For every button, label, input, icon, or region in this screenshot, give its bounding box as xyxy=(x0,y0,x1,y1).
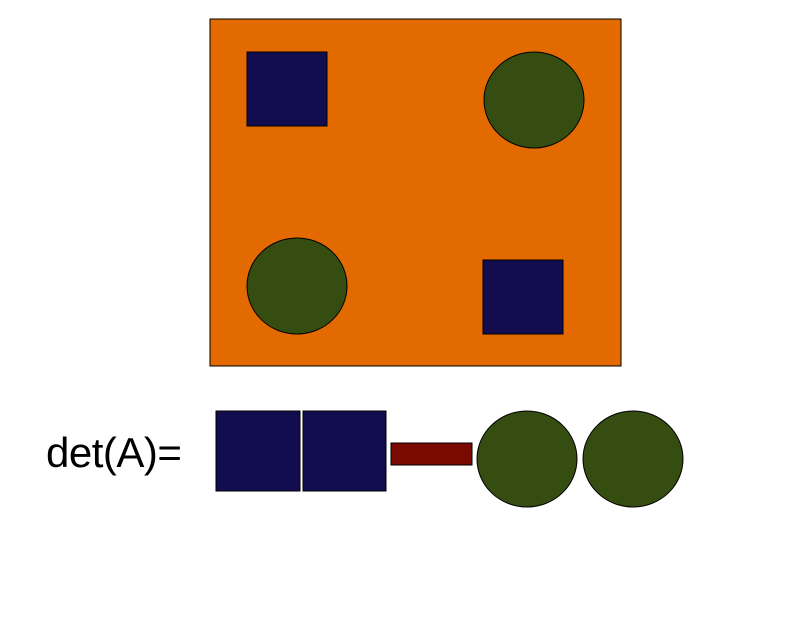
minus-sign xyxy=(390,442,473,466)
matrix-entry-top-left-square xyxy=(246,51,328,127)
matrix-entry-bottom-left-circle xyxy=(246,237,348,335)
formula-circle-1 xyxy=(476,410,578,508)
matrix-entry-bottom-right-square xyxy=(482,259,564,335)
matrix-entry-top-right-circle xyxy=(483,51,585,149)
formula-label: det(A)= xyxy=(46,429,182,476)
formula-square-1 xyxy=(215,410,301,492)
formula-circle-2 xyxy=(582,410,684,508)
formula-square-2 xyxy=(302,410,387,492)
